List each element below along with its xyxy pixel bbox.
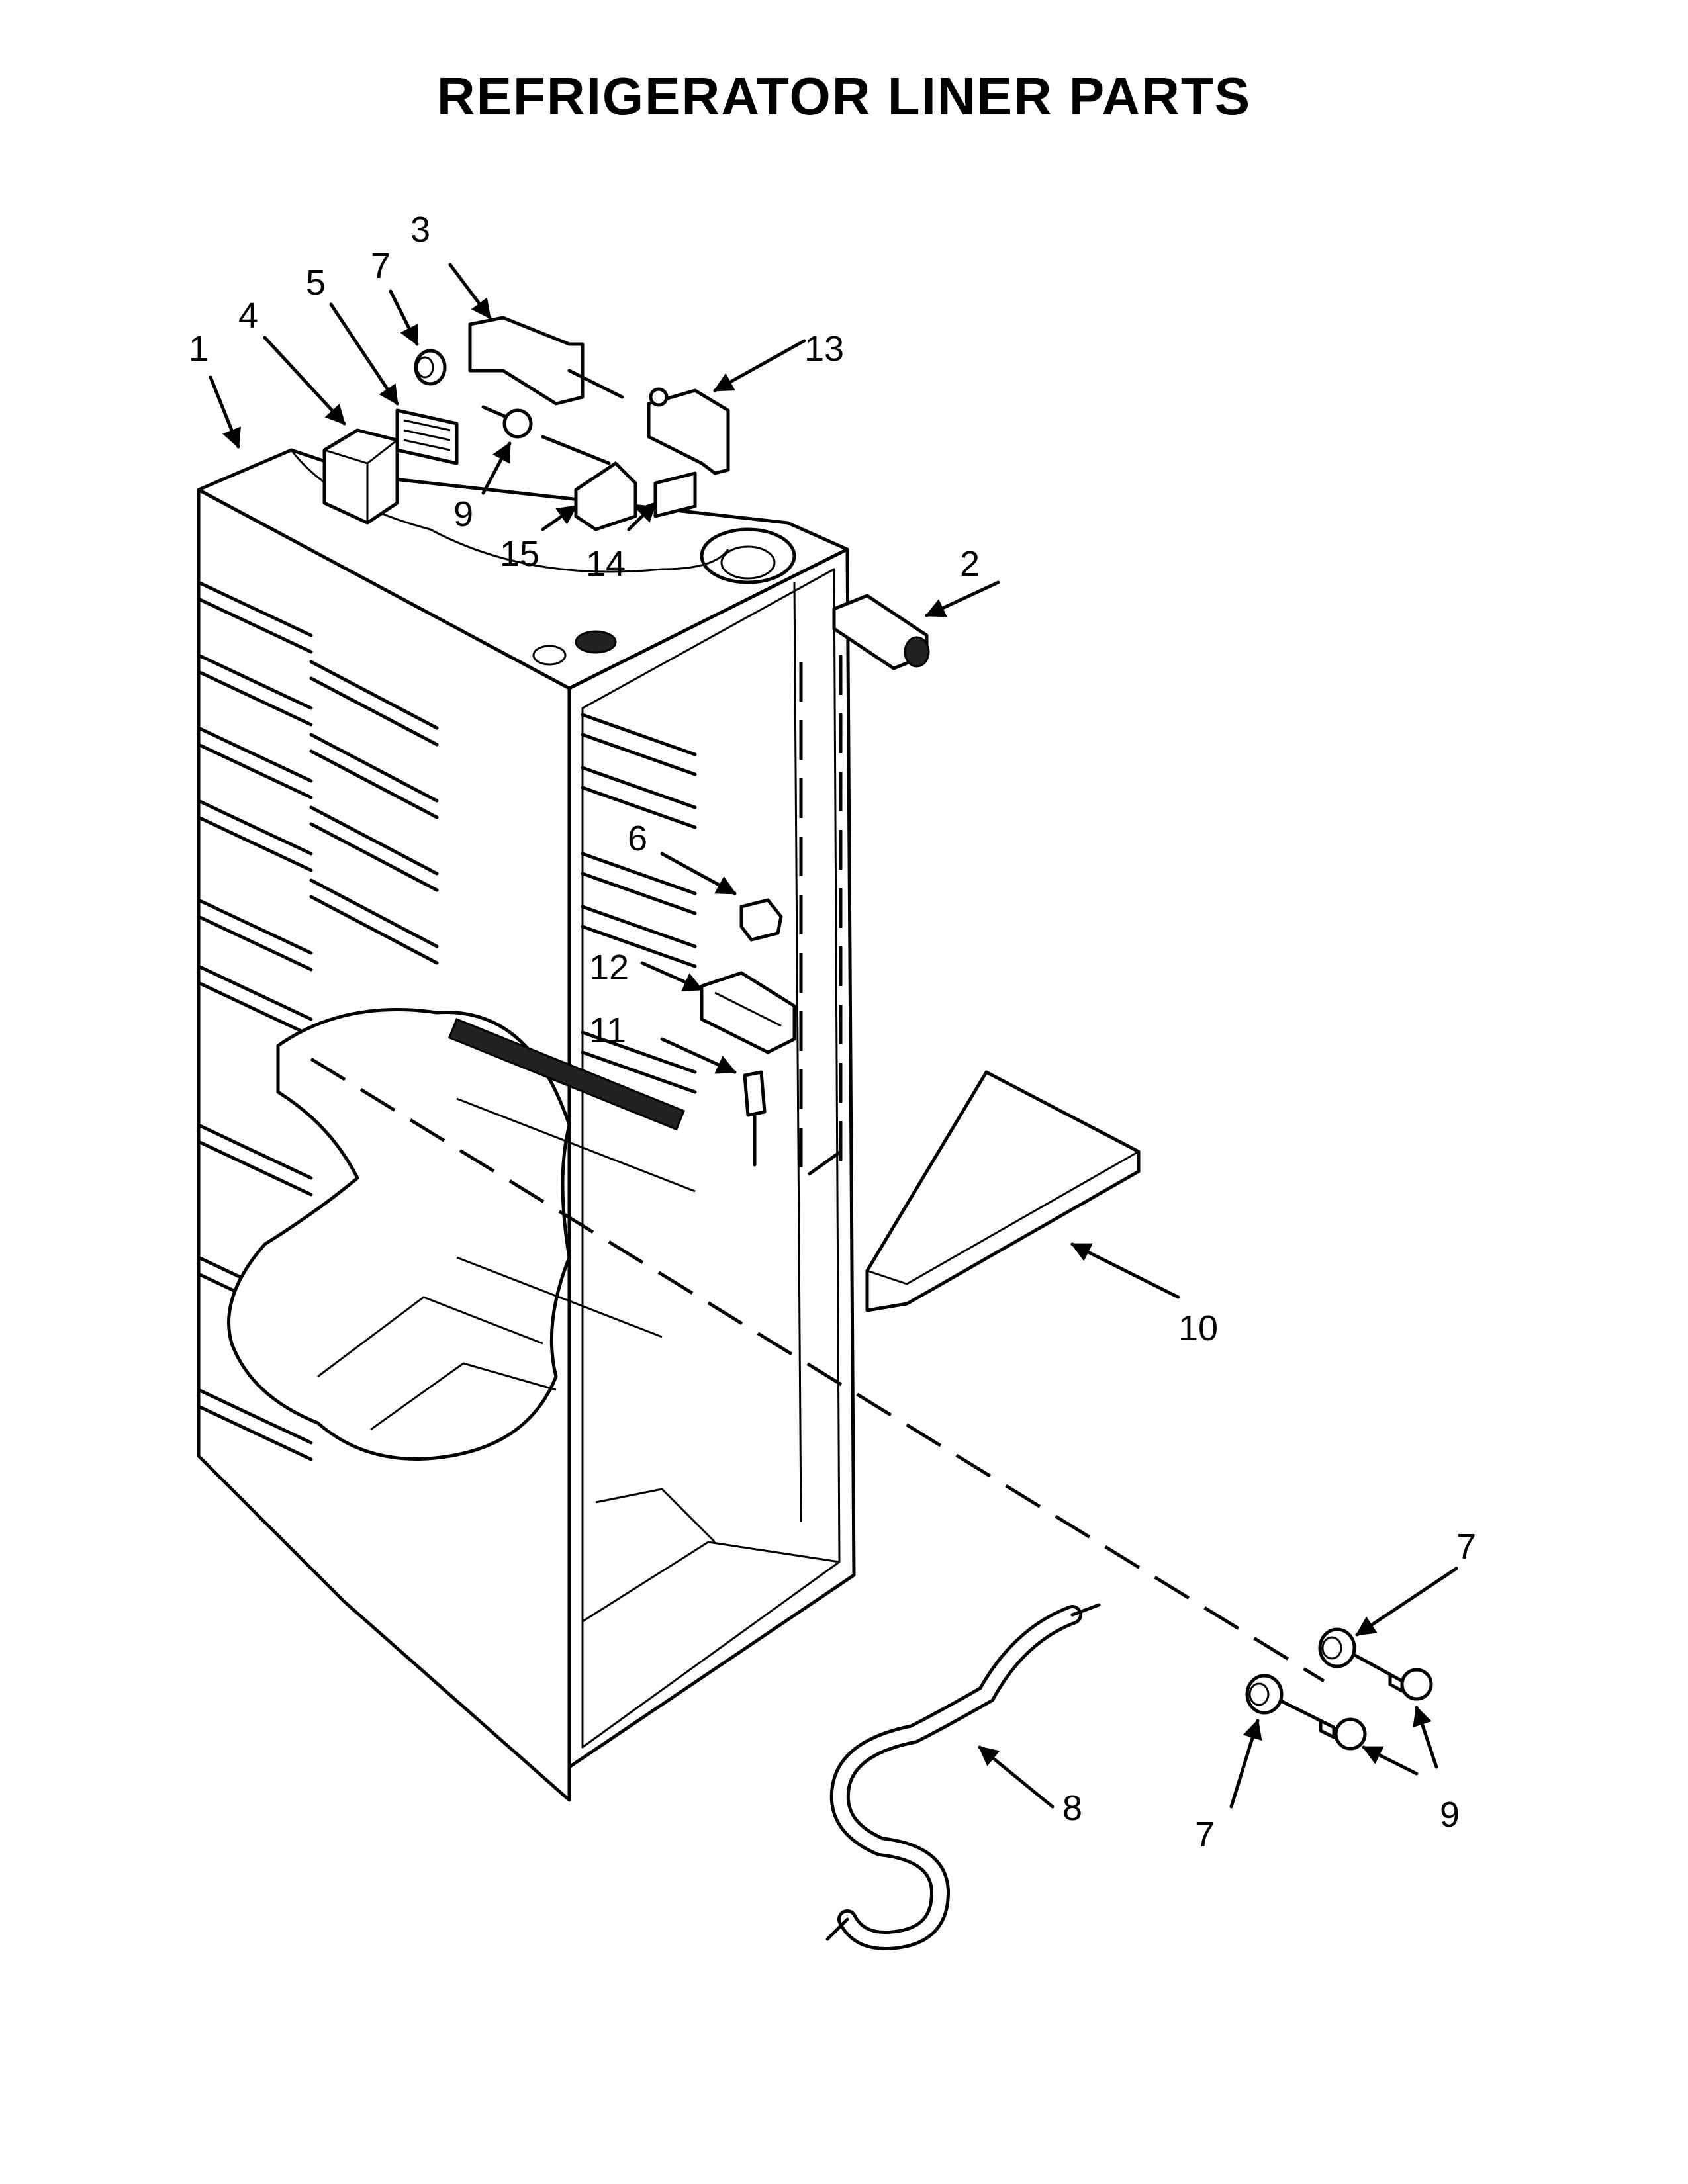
callout-10: 10 [1178,1308,1218,1348]
callout-11: 11 [589,1011,626,1050]
part-3-bracket [468,316,585,406]
part-7-grommet-lower [1245,1674,1284,1715]
part-7-grommet-right [1318,1627,1356,1668]
part-8-harness [825,1603,1101,1950]
callout-4: 4 [238,296,258,336]
part-13-damper [647,387,730,475]
callout-2: 2 [960,544,980,584]
part-11-sensor [743,1070,767,1167]
part-2-tube [832,594,930,670]
callout-15: 15 [500,534,539,574]
part-7-grommet-top [414,349,447,386]
part-9-bulb-lower [1279,1699,1367,1751]
part-5-vent [395,408,459,465]
callout-9-right: 9 [1440,1795,1460,1835]
callout-9-top: 9 [453,494,473,534]
part-9-bulb-right [1352,1653,1433,1701]
leader-arrows [209,263,1458,1809]
callout-6: 6 [628,819,647,858]
callout-8: 8 [1062,1788,1082,1828]
part-9-bulb-top [481,405,533,439]
part-4-housing [322,428,399,525]
part-14-board [653,471,697,518]
callout-13: 13 [804,329,844,369]
callout-14: 14 [586,544,626,584]
callout-12: 12 [589,948,629,987]
diagram-title: REFRIGERATOR LINER PARTS [436,67,1252,126]
callout-7-right: 7 [1456,1527,1476,1567]
callout-7-lower: 7 [1195,1815,1215,1854]
callout-3: 3 [410,210,430,250]
callout-7-top: 7 [371,246,391,286]
part-10-panel [865,1070,1141,1312]
callout-5: 5 [306,263,326,302]
callout-1: 1 [189,329,209,369]
part-6-clip [739,898,783,942]
part-15-cover [574,461,637,531]
part-12-frame [700,971,796,1054]
